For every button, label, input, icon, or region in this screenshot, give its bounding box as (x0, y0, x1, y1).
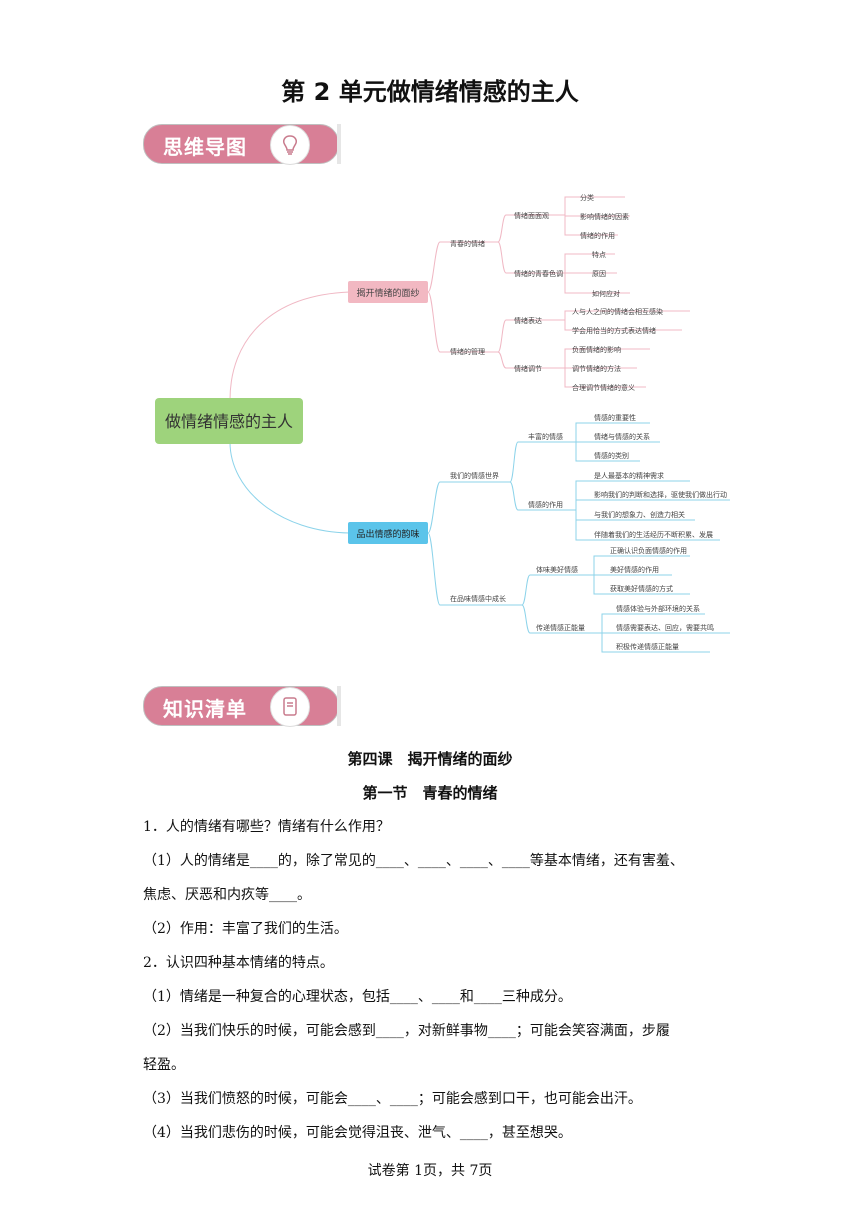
leaf: 情感的重要性 (594, 413, 636, 422)
root-label: 做情绪情感的主人 (165, 412, 293, 431)
paragraph: （2）当我们快乐的时候，可能会感到____，对新鲜事物____；可能会笑容满面，… (143, 1023, 670, 1039)
mindmap-banner: 思维导图 (143, 124, 341, 165)
page-footer: 试卷第 1页，共 7页 (367, 1163, 493, 1179)
b1-sub1-a: 情绪面面观 (514, 211, 549, 220)
b2-sub2-a: 体味美好情感 (536, 565, 578, 574)
section-title: 第一节 青春的情绪 (362, 784, 498, 802)
b2-sub1: 我们的情感世界 (450, 471, 499, 480)
leaf: 分类 (580, 193, 594, 202)
b1-sub2: 情绪的管理 (450, 347, 485, 356)
leaf: 美好情感的作用 (610, 565, 659, 574)
knowledge-banner-label: 知识清单 (163, 697, 247, 721)
branch1-label: 揭开情绪的面纱 (356, 287, 419, 299)
paragraph: （2）作用：丰富了我们的生活。 (143, 921, 348, 937)
knowledge-banner: 知识清单 (143, 686, 341, 727)
leaf: 影响我们的判断和选择，驱使我们做出行动 (594, 490, 727, 499)
lightbulb-icon (270, 125, 310, 165)
b2-sub2: 在品味情感中成长 (450, 594, 506, 603)
leaf: 正确认识负面情感的作用 (610, 546, 687, 555)
b2-sub2-b: 传递情感正能量 (536, 623, 585, 632)
b1-sub2-b: 情绪调节 (514, 364, 542, 373)
leaf: 原因 (592, 270, 606, 278)
leaf: 情感体验与外部环境的关系 (616, 604, 700, 613)
b1-sub1: 青春的情绪 (450, 239, 485, 248)
paragraph: 1．人的情绪有哪些？情绪有什么作用？ (143, 819, 390, 835)
b1-sub1-b: 情绪的青春色调 (514, 269, 563, 278)
mindmap-banner-label: 思维导图 (163, 135, 247, 159)
branch1-node (348, 281, 428, 303)
document-icon (270, 687, 310, 727)
paragraph: （1）情绪是一种复合的心理状态，包括____、____和____三种成分。 (143, 989, 572, 1005)
leaf: 如何应对 (592, 289, 620, 298)
leaf: 积极传递情感正能量 (616, 642, 679, 651)
leaf: 合理调节情绪的意义 (572, 383, 635, 392)
paragraph: 焦虑、厌恶和内疚等____。 (143, 887, 311, 903)
leaf: 人与人之间的情绪会相互感染 (572, 307, 663, 316)
paragraph: 2．认识四种基本情绪的特点。 (143, 955, 334, 971)
paragraph: （1）人的情绪是____的，除了常见的____、____、____、____等基… (143, 853, 684, 869)
branch2-node (348, 522, 428, 544)
leaf: 影响情绪的因素 (580, 212, 629, 221)
leaf: 情感的类别 (594, 451, 629, 460)
branch2-label: 品出情感的韵味 (356, 528, 419, 540)
paragraph: （3）当我们愤怒的时候，可能会____、____；可能会感到口干，也可能会出汗。 (143, 1091, 642, 1107)
leaf: 负面情绪的影响 (572, 345, 621, 354)
leaf: 特点 (592, 250, 606, 259)
leaf: 获取美好情感的方式 (610, 584, 673, 593)
b2-sub1-b: 情感的作用 (528, 500, 563, 509)
leaf: 学会用恰当的方式表达情绪 (572, 326, 656, 335)
b1-sub2-a: 情绪表达 (514, 316, 542, 325)
mind-map: 做情绪情感的主人 揭开情绪的面纱 品出情感的韵味 青春的情绪 情绪的管理 情绪面… (155, 193, 730, 653)
leaf: 伴随着我们的生活经历不断积累、发展 (594, 530, 713, 539)
leaf: 是人最基本的精神需求 (594, 471, 664, 480)
leaf: 调节情绪的方法 (572, 364, 621, 373)
leaf: 情绪与情感的关系 (594, 432, 650, 441)
paragraph: （4）当我们悲伤的时候，可能会觉得沮丧、泄气、____，甚至想哭。 (143, 1125, 572, 1141)
leaf: 情感需要表达、回应，需要共鸣 (616, 623, 714, 632)
lesson-title: 第四课 揭开情绪的面纱 (347, 750, 513, 768)
root-node (155, 398, 303, 444)
page-title: 第 2 单元做情绪情感的主人 (281, 78, 579, 106)
leaf: 情绪的作用 (580, 231, 615, 240)
b2-sub1-a: 丰富的情感 (528, 432, 563, 441)
leaf: 与我们的想象力、创造力相关 (594, 510, 685, 519)
paragraph: 轻盈。 (143, 1057, 185, 1073)
